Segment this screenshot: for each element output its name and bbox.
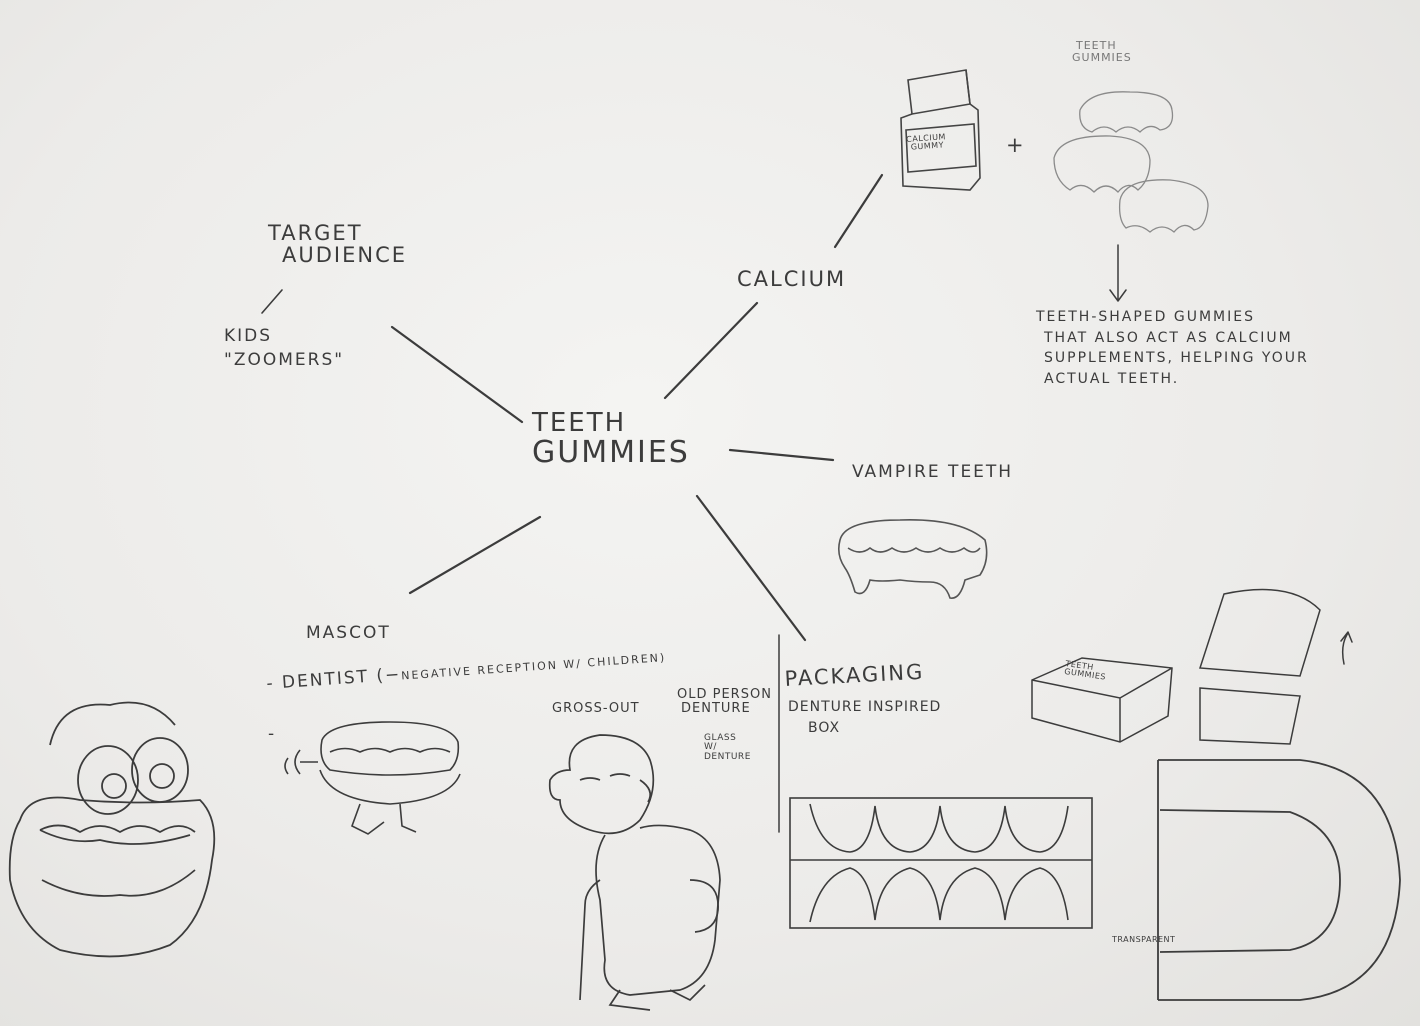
calcium-bottle-icon bbox=[900, 69, 981, 191]
vampire-teeth-label: VAMPIRE TEETH bbox=[852, 462, 1014, 482]
calcium-desc-line3: ACTUAL TEETH. bbox=[1044, 371, 1180, 388]
target-audience-heading: TARGET AUDIENCE bbox=[268, 222, 407, 266]
calcium-desc-line1: THAT ALSO ACT AS CALCIUM bbox=[1044, 329, 1293, 346]
calcium-desc-line0: TEETH-SHAPED GUMMIES bbox=[1036, 309, 1255, 325]
connector-calcium-bottle bbox=[833, 173, 884, 249]
connector-target-audience bbox=[390, 325, 524, 424]
transparent-box-icon bbox=[1157, 759, 1401, 1001]
target-audience-line1: TARGET bbox=[268, 221, 363, 245]
old-person-line1: OLD PERSON bbox=[677, 687, 772, 702]
glass-line3: DENTURE bbox=[704, 751, 751, 762]
packaging-note: DENTURE INSPIRED BOX bbox=[788, 700, 941, 735]
mascot-dash: - bbox=[268, 724, 277, 744]
glass-denture-label: GLASS W/ DENTURE bbox=[704, 733, 751, 762]
glass-line2: W/ bbox=[704, 742, 717, 753]
vampire-teeth-icon bbox=[838, 519, 988, 599]
target-audience-details: KIDS "ZOOMERS" bbox=[224, 326, 345, 370]
center-line2: GUMMIES bbox=[532, 435, 690, 471]
calcium-desc-line2: SUPPLEMENTS, HELPING YOUR bbox=[1044, 350, 1309, 367]
target-audience-line2: AUDIENCE bbox=[282, 243, 408, 268]
connector-calcium bbox=[663, 301, 759, 400]
gummies-line2: GUMMIES bbox=[1072, 50, 1132, 64]
old-man-icon bbox=[548, 734, 721, 1011]
packaging-note-line1: DENTURE INSPIRED bbox=[788, 699, 942, 715]
glass-line1: GLASS bbox=[704, 733, 737, 743]
gummies-line1: TEETH bbox=[1076, 39, 1117, 52]
gummy-teeth-icon bbox=[1053, 91, 1209, 233]
denture-box-icon bbox=[789, 797, 1093, 929]
packaging-note-line2: BOX bbox=[808, 719, 841, 736]
calcium-bottle-label: CALCIUM GUMMY bbox=[906, 132, 947, 153]
center-line1: TEETH bbox=[532, 408, 627, 438]
central-topic: TEETH GUMMIES bbox=[532, 408, 690, 471]
plus-sign: + bbox=[1006, 133, 1026, 157]
gross-out-label: GROSS-OUT bbox=[552, 701, 640, 716]
windup-teeth-icon bbox=[284, 721, 461, 835]
connector-mascot bbox=[408, 515, 542, 595]
arrow-up-icon bbox=[1340, 631, 1353, 665]
calcium-label: CALCIUM bbox=[737, 267, 847, 291]
teeth-gummies-sketch-label: TEETH GUMMIES bbox=[1072, 40, 1132, 63]
negative-sign: − bbox=[384, 664, 402, 686]
transparent-label: TRANSPARENT bbox=[1112, 935, 1176, 944]
mascot-label: MASCOT bbox=[306, 623, 391, 643]
kids-label: KIDS bbox=[224, 326, 273, 346]
gummies-box-icon bbox=[1031, 588, 1321, 745]
old-person-label: OLD PERSON DENTURE bbox=[677, 688, 772, 715]
mascot-teeth-icon bbox=[8, 701, 216, 958]
arrow-down-icon bbox=[1109, 244, 1127, 302]
old-person-line2: DENTURE bbox=[681, 700, 751, 716]
connector-kids bbox=[261, 289, 283, 314]
zoomers-label: "ZOOMERS" bbox=[224, 349, 345, 370]
connector-packaging bbox=[695, 494, 807, 642]
connector-vampire bbox=[728, 448, 835, 462]
calcium-description: TEETH-SHAPED GUMMIES THAT ALSO ACT AS CA… bbox=[1036, 310, 1309, 387]
